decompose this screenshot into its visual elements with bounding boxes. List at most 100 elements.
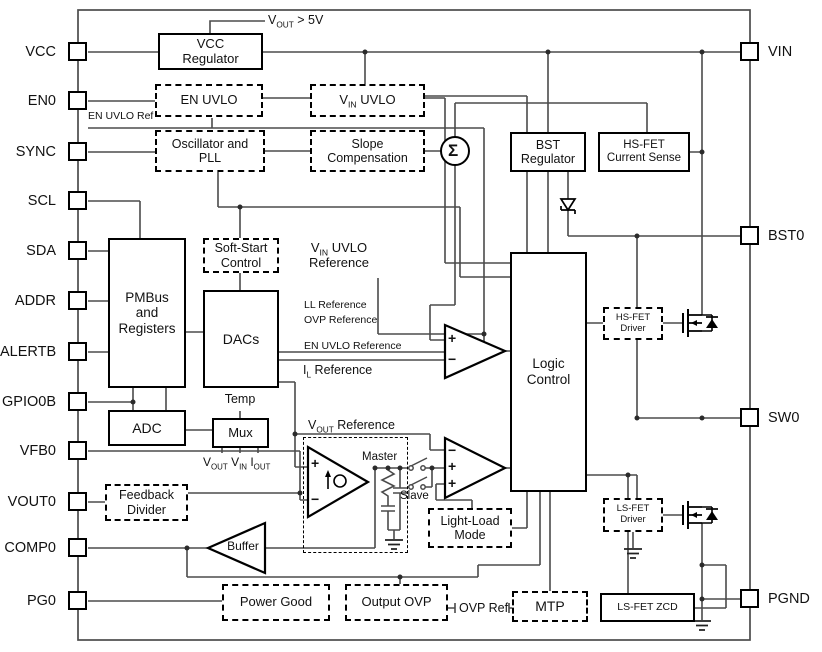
pin-label-bst0: BST0 bbox=[768, 228, 805, 244]
block-oscillator-pll: Oscillator and PLL bbox=[155, 130, 265, 172]
block-label: Slope Compensation bbox=[327, 136, 408, 165]
block-soft-start-control: Soft-Start Control bbox=[203, 238, 279, 273]
pin-pg0 bbox=[68, 591, 87, 610]
pin-sda bbox=[68, 241, 87, 260]
pin-label-addr: ADDR bbox=[14, 293, 56, 309]
block-mtp: MTP bbox=[512, 591, 588, 622]
block-logic-control: Logic Control bbox=[510, 252, 587, 492]
error-amplifier-icon bbox=[306, 445, 371, 519]
il-reference-label: IL Reference bbox=[303, 363, 373, 380]
pin-pgnd bbox=[740, 589, 759, 608]
pin-label-comp0: COMP0 bbox=[4, 540, 56, 556]
pin-label-pgnd: PGND bbox=[768, 591, 810, 607]
mux-iout-label: IOUT bbox=[250, 455, 271, 472]
current-source-icon bbox=[325, 470, 347, 489]
comparator-minus-sign: − bbox=[448, 351, 457, 367]
vout-reference-label: VOUT Reference bbox=[308, 418, 395, 435]
master-label: Master bbox=[362, 451, 398, 463]
block-label: Mux bbox=[228, 424, 253, 440]
en-uvlo-reference-label: EN UVLO Reference bbox=[304, 340, 402, 352]
master-slave-switch-icon bbox=[408, 457, 428, 490]
pin-label-gpio0b: GPIO0B bbox=[2, 394, 56, 410]
block-slope-compensation: Slope Compensation bbox=[310, 130, 425, 172]
block-label: VIN UVLO bbox=[339, 92, 396, 110]
ovp-ref-label: OVP Ref bbox=[459, 601, 509, 615]
pwm-plus-sign-2: + bbox=[448, 475, 457, 491]
ls-fet-icon bbox=[682, 501, 718, 529]
pin-addr bbox=[68, 291, 87, 310]
pin-label-vout0: VOUT0 bbox=[7, 494, 56, 510]
pin-vout0 bbox=[68, 492, 87, 511]
block-label: Oscillator and PLL bbox=[171, 136, 249, 165]
en-uvlo-ref-label: EN UVLO Ref bbox=[88, 110, 154, 122]
buffer-icon bbox=[205, 521, 267, 575]
block-vin-uvlo: VIN UVLO bbox=[310, 84, 425, 117]
block-label: ADC bbox=[132, 419, 162, 436]
temp-label: Temp bbox=[224, 392, 256, 406]
pin-alertb bbox=[68, 342, 87, 361]
block-label: LS-FET ZCD bbox=[617, 601, 678, 614]
block-pmbus-registers: PMBus and Registers bbox=[108, 238, 186, 388]
block-label: Output OVP bbox=[361, 594, 432, 610]
error-amp-minus-sign: − bbox=[311, 491, 320, 507]
comparator-plus-sign: + bbox=[448, 330, 457, 346]
block-adc: ADC bbox=[108, 410, 186, 446]
block-label: HS-FET Driver bbox=[615, 311, 651, 334]
block-label: MTP bbox=[535, 598, 565, 615]
block-hs-fet-driver: HS-FET Driver bbox=[603, 307, 663, 340]
block-label: EN UVLO bbox=[180, 92, 238, 108]
pin-gpio0b bbox=[68, 392, 87, 411]
error-amp-network-outline bbox=[303, 437, 408, 553]
pin-label-vfb0: VFB0 bbox=[19, 443, 56, 459]
pin-en0 bbox=[68, 91, 87, 110]
block-en-uvlo: EN UVLO bbox=[155, 84, 263, 117]
junction-dots bbox=[130, 49, 705, 602]
error-amp-plus-sign: + bbox=[311, 455, 320, 471]
slave-label: Slave bbox=[400, 490, 429, 502]
block-ls-fet-zcd: LS-FET ZCD bbox=[600, 593, 695, 622]
pin-label-sync: SYNC bbox=[15, 144, 56, 160]
block-power-good: Power Good bbox=[222, 584, 330, 621]
pin-sw0 bbox=[740, 408, 759, 427]
pin-sync bbox=[68, 142, 87, 161]
pwm-plus-sign-1: + bbox=[448, 458, 457, 474]
hs-fet-icon bbox=[682, 309, 718, 337]
mux-vout-label: VOUT bbox=[203, 455, 228, 472]
sigma-label: Σ bbox=[448, 141, 459, 160]
pin-comp0 bbox=[68, 538, 87, 557]
buffer-label: Buffer bbox=[227, 539, 259, 553]
ic-boundary bbox=[77, 9, 751, 641]
vin-uvlo-reference-label: VIN UVLO Reference bbox=[309, 240, 369, 270]
block-label: Light-Load Mode bbox=[440, 513, 500, 542]
mux-vin-label: VIN bbox=[231, 455, 247, 472]
block-dacs: DACs bbox=[203, 290, 279, 388]
block-label: Soft-Start Control bbox=[214, 241, 268, 270]
pwm-comparator-icon bbox=[443, 436, 508, 500]
pin-label-sda: SDA bbox=[26, 243, 56, 259]
block-label: BST Regulator bbox=[520, 137, 576, 166]
block-output-ovp: Output OVP bbox=[345, 584, 448, 621]
current-comparator-icon bbox=[443, 323, 508, 380]
pin-label-pg0: PG0 bbox=[26, 593, 56, 609]
block-vcc-regulator: VCC Regulator bbox=[158, 33, 263, 70]
pin-bst0 bbox=[740, 226, 759, 245]
mux-output-labels: VOUT VIN IOUT bbox=[203, 455, 271, 472]
pin-label-vin: VIN bbox=[768, 44, 793, 60]
pwm-minus-sign: − bbox=[448, 442, 457, 458]
block-label: HS-FET Current Sense bbox=[606, 138, 682, 164]
pin-vcc bbox=[68, 42, 87, 61]
ground-icon bbox=[385, 539, 711, 631]
pin-scl bbox=[68, 191, 87, 210]
block-feedback-divider: Feedback Divider bbox=[105, 484, 188, 521]
pin-vin bbox=[740, 42, 759, 61]
pin-label-alertb: ALERTB bbox=[0, 344, 57, 360]
block-label: VCC Regulator bbox=[182, 35, 239, 66]
block-label: Feedback Divider bbox=[119, 488, 174, 517]
pin-label-vcc: VCC bbox=[25, 44, 56, 60]
block-label: DACs bbox=[222, 330, 260, 347]
sigma-summing-node bbox=[440, 136, 470, 166]
block-ls-fet-driver: LS-FET Driver bbox=[603, 498, 663, 532]
block-label: Power Good bbox=[239, 594, 313, 610]
